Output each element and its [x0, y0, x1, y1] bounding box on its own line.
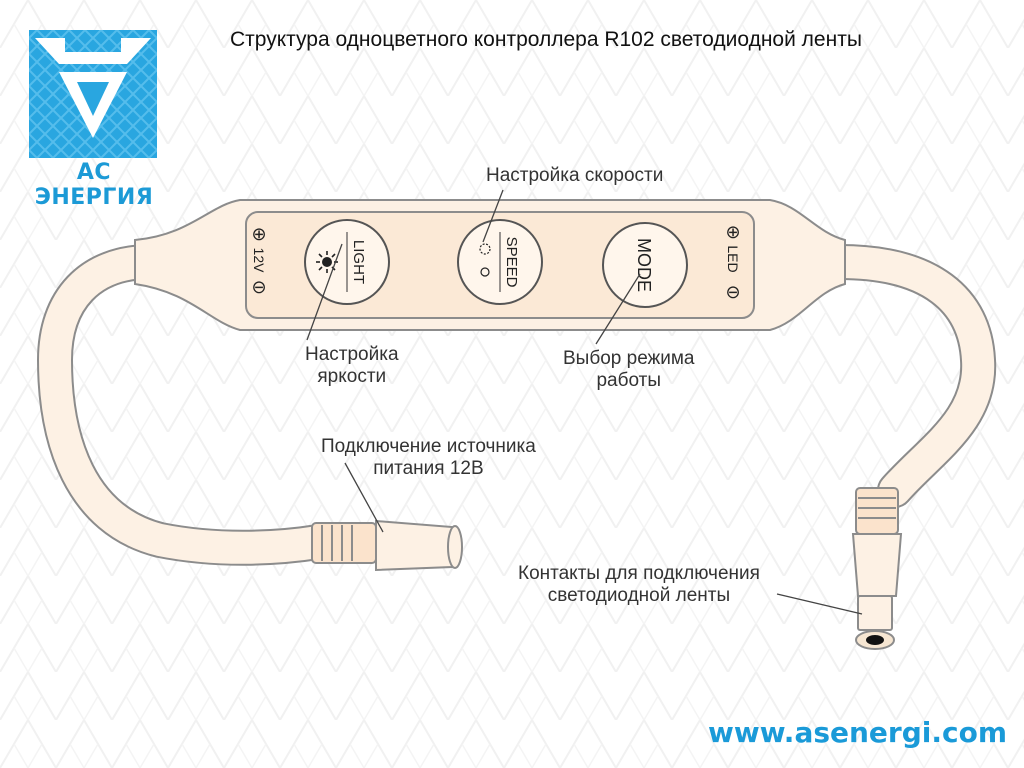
port-12v-label: 12V — [251, 248, 267, 274]
left-cable — [36, 244, 336, 566]
right-cable — [822, 244, 997, 508]
speed-annotation: Настройка скорости — [486, 165, 664, 186]
mode-button-label: MODE — [634, 238, 654, 292]
light-button[interactable]: LIGHT — [304, 219, 390, 305]
light-button-label: LIGHT — [350, 240, 367, 284]
speed-button[interactable]: SPEED — [457, 219, 543, 305]
power-annotation: Подключение источника питания 12В — [321, 436, 536, 479]
brightness-annotation: Настройка яркости — [305, 344, 399, 387]
brand-logo — [29, 30, 157, 158]
dc-male-connector — [851, 487, 903, 650]
logo-emblem-icon — [29, 30, 157, 158]
brand-name: АС ЭНЕРГИЯ — [34, 160, 154, 210]
mode-annotation: Выбор режима работы — [563, 348, 695, 391]
port-12v: ⊕ 12V ⊖ — [251, 224, 267, 297]
port-12v-minus: ⊖ — [251, 277, 266, 297]
port-led-plus: ⊕ — [725, 222, 740, 242]
port-12v-plus: ⊕ — [251, 224, 266, 244]
page-title: Структура одноцветного контроллера R102 … — [230, 28, 862, 51]
port-led-minus: ⊖ — [725, 282, 740, 302]
contacts-leader — [776, 593, 863, 615]
leader-lines — [306, 189, 863, 615]
mode-button[interactable]: MODE — [602, 222, 688, 308]
brightness-leader — [306, 243, 343, 341]
dc-female-connector — [311, 519, 463, 572]
speed-icon — [479, 243, 491, 277]
speed-leader — [482, 189, 504, 243]
speed-button-label: SPEED — [503, 237, 520, 288]
sun-icon — [316, 251, 338, 273]
port-led-label: LED — [725, 245, 741, 272]
mode-leader — [595, 273, 641, 345]
power-leader — [344, 462, 384, 533]
contacts-annotation: Контакты для подключения светодиодной ле… — [518, 563, 760, 606]
website-url: www.asenergi.com — [708, 716, 1008, 749]
port-led: ⊕ LED ⊖ — [725, 222, 741, 302]
